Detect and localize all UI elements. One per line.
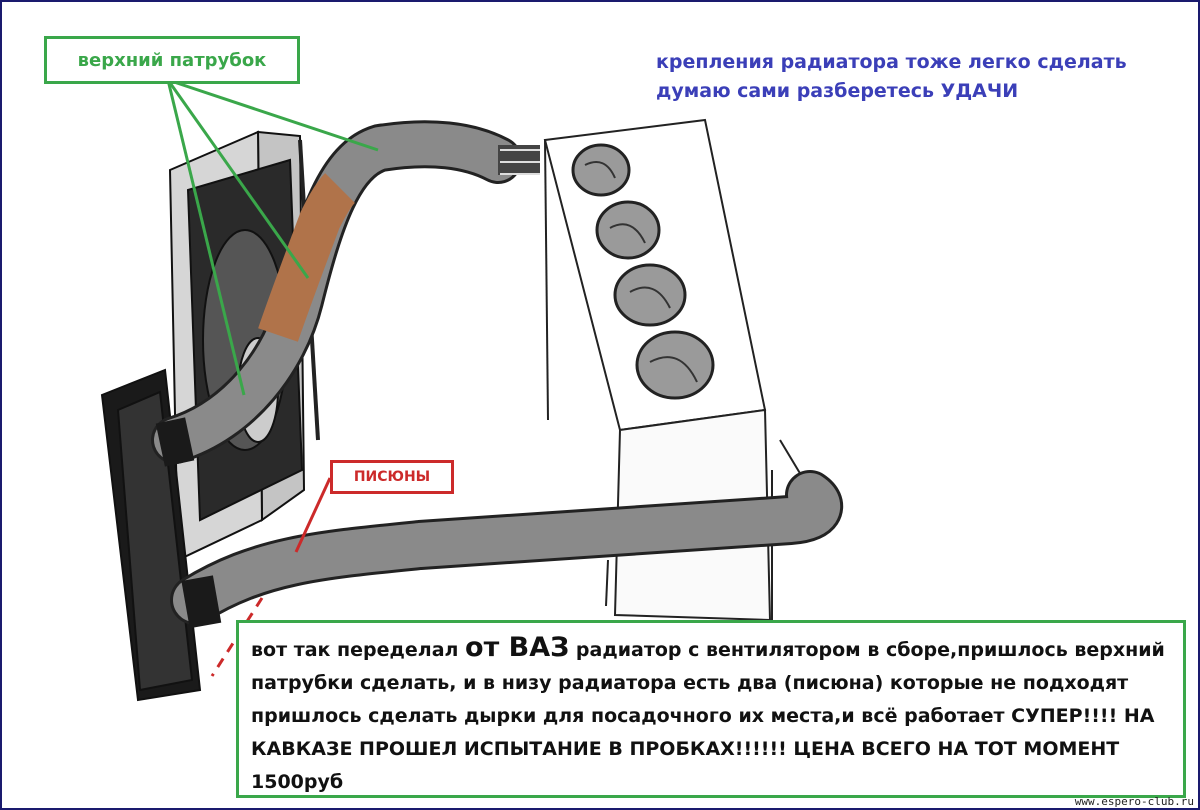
valve-cover-holes [571, 143, 715, 400]
description-text-start: вот так переделал [251, 639, 466, 661]
hole-highlights [584, 161, 698, 383]
mounting-note: крепления радиатора тоже легко сделать д… [656, 48, 1127, 106]
upper-hose-pointers [166, 78, 379, 396]
description-box: вот так переделал от ВАЗ радиатор с вент… [236, 620, 1186, 798]
pisiony-label: ПИСЮНЫ [330, 460, 454, 494]
lower-hose [170, 470, 843, 629]
site-watermark: www.espero-club.ru [1074, 795, 1194, 808]
description-emphasis: от ВАЗ [465, 632, 570, 663]
description-text-rest: радиатор с вентилятором в сборе,пришлось… [251, 639, 1165, 793]
note-line-2: думаю сами разберетесь УДАЧИ [656, 80, 1019, 102]
upper-hose-label: верхний патрубок [44, 36, 300, 84]
upper-hose [151, 120, 540, 467]
note-line-1: крепления радиатора тоже легко сделать [656, 51, 1127, 73]
pisiony-pointers [210, 477, 332, 677]
